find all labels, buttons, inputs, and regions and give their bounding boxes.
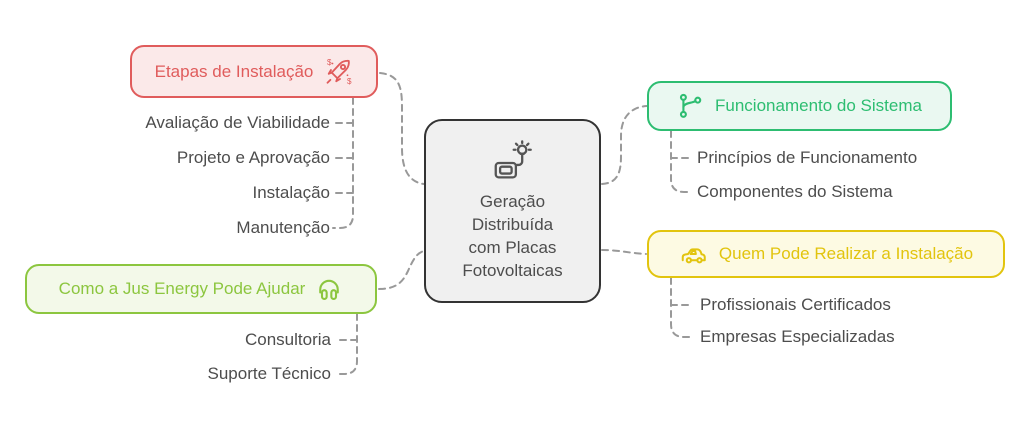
leaf-profissionais-certificados: Profissionais Certificados: [700, 295, 891, 314]
leaf-consultoria: Consultoria: [245, 330, 331, 349]
svg-text:$: $: [347, 77, 352, 86]
branch-node-quem-pode: Quem Pode Realizar a Instalação: [647, 230, 1005, 278]
leaf-avaliacao-de-viabilidade: Avaliação de Viabilidade: [145, 113, 330, 132]
branch-label-jus-energy: Como a Jus Energy Pode Ajudar: [58, 279, 306, 298]
leaf-componentes-do-sistema: Componentes do Sistema: [697, 182, 893, 201]
car-icon: [681, 248, 706, 264]
trunk-etapas: [332, 97, 354, 229]
headphones-icon: [319, 279, 340, 300]
connector-etapas-to-center: [379, 72, 425, 185]
leaf-instalacao: Instalação: [252, 183, 331, 202]
branch-icon: [679, 93, 702, 118]
center-title-line-2: Distribuída: [471, 215, 554, 234]
trunk-jusenergy: [337, 313, 358, 375]
center-title: Geração Distribuída com Placas Fotovolta…: [462, 190, 562, 282]
center-title-line-4: Fotovoltaicas: [462, 261, 563, 280]
center-title-line-1: Geração: [479, 192, 546, 211]
branch-label-funcionamento: Funcionamento do Sistema: [715, 96, 922, 115]
connector-jusenergy-to-center: [378, 250, 425, 290]
center-title-line-3: com Placas: [468, 238, 557, 257]
rocket-icon: $ $: [326, 58, 352, 86]
branch-node-etapas: Etapas de Instalação $ $: [130, 45, 378, 98]
svg-text:$: $: [327, 58, 332, 67]
leaf-empresas-especializadas: Empresas Especializadas: [700, 327, 895, 346]
center-node: Geração Distribuída com Placas Fotovolta…: [424, 119, 601, 303]
leaf-manutencao: Manutenção: [236, 218, 330, 237]
branch-label-etapas: Etapas de Instalação: [154, 61, 314, 81]
branch-node-funcionamento: Funcionamento do Sistema: [647, 81, 952, 131]
leaf-principios-de-funcionamento: Princípios de Funcionamento: [697, 148, 918, 167]
trunk-funcionamento: [670, 130, 691, 193]
leaf-projeto-e-aprovacao: Projeto e Aprovação: [176, 148, 330, 167]
connector-center-to-funcionamento: [601, 105, 648, 185]
idea-generator-icon: [494, 140, 532, 179]
connector-center-to-quempode: [601, 249, 647, 255]
leaf-suporte-tecnico: Suporte Técnico: [207, 364, 331, 383]
trunk-quempode: [670, 277, 691, 338]
branch-label-quem-pode: Quem Pode Realizar a Instalação: [718, 244, 974, 263]
branch-node-jus-energy: Como a Jus Energy Pode Ajudar: [25, 264, 377, 314]
